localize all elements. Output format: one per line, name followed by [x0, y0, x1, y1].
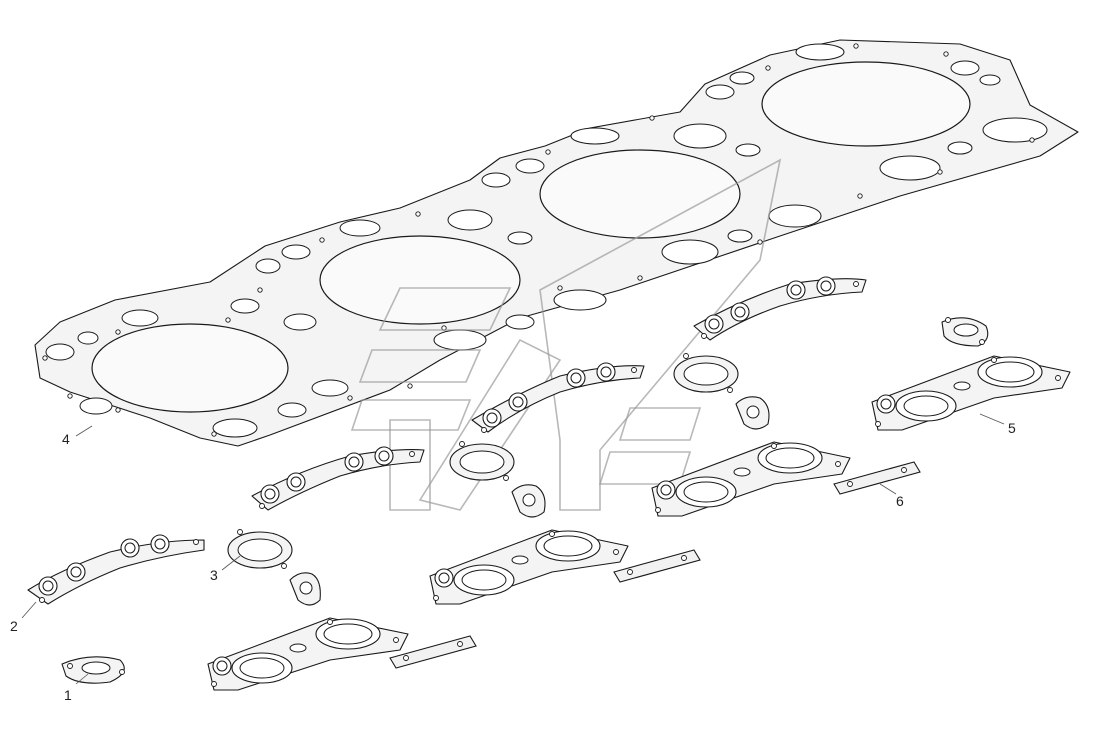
callout-6: 6 — [896, 493, 904, 509]
small-flange-gasket-1 — [289, 572, 321, 606]
rect-plate-2 — [613, 549, 701, 583]
cylinder-head-gasket — [34, 39, 1079, 447]
leader-lines — [21, 413, 1005, 685]
port-gasket-middle — [429, 529, 629, 605]
small-flange-gasket-3 — [735, 396, 770, 430]
callout-3: 3 — [210, 567, 218, 583]
small-oval-gasket-1 — [61, 656, 125, 684]
watermark-logo — [350, 158, 782, 511]
cylinder-bore-3 — [539, 149, 741, 239]
callout-5: 5 — [1008, 420, 1016, 436]
round-seal-ring-1 — [227, 529, 293, 569]
cylinder-bore-1 — [91, 323, 289, 413]
callout-1: 1 — [64, 687, 72, 703]
manifold-flange-plate-top — [693, 276, 867, 341]
manifold-flange-plate-upper — [471, 362, 645, 433]
port-gasket-bottom — [207, 617, 409, 691]
round-seal-ring-3 — [673, 353, 739, 393]
round-seal-ring-2 — [449, 441, 515, 481]
cylinder-bore-4 — [761, 61, 971, 147]
cylinder-bore-2 — [319, 235, 521, 325]
callout-2: 2 — [10, 618, 18, 634]
port-gasket-upper — [651, 441, 851, 517]
rect-plate-1 — [389, 635, 477, 669]
port-gasket-top — [871, 355, 1071, 431]
manifold-flange-plate-middle — [251, 446, 425, 511]
small-oval-gasket-2 — [941, 317, 989, 347]
coolant-passages — [45, 43, 1048, 438]
manifold-flange-plate-bottom — [27, 534, 205, 605]
head-bolt-holes — [42, 43, 1035, 437]
callout-4: 4 — [62, 431, 70, 447]
small-flange-gasket-2 — [511, 484, 546, 518]
rect-plate-3 — [833, 461, 921, 495]
